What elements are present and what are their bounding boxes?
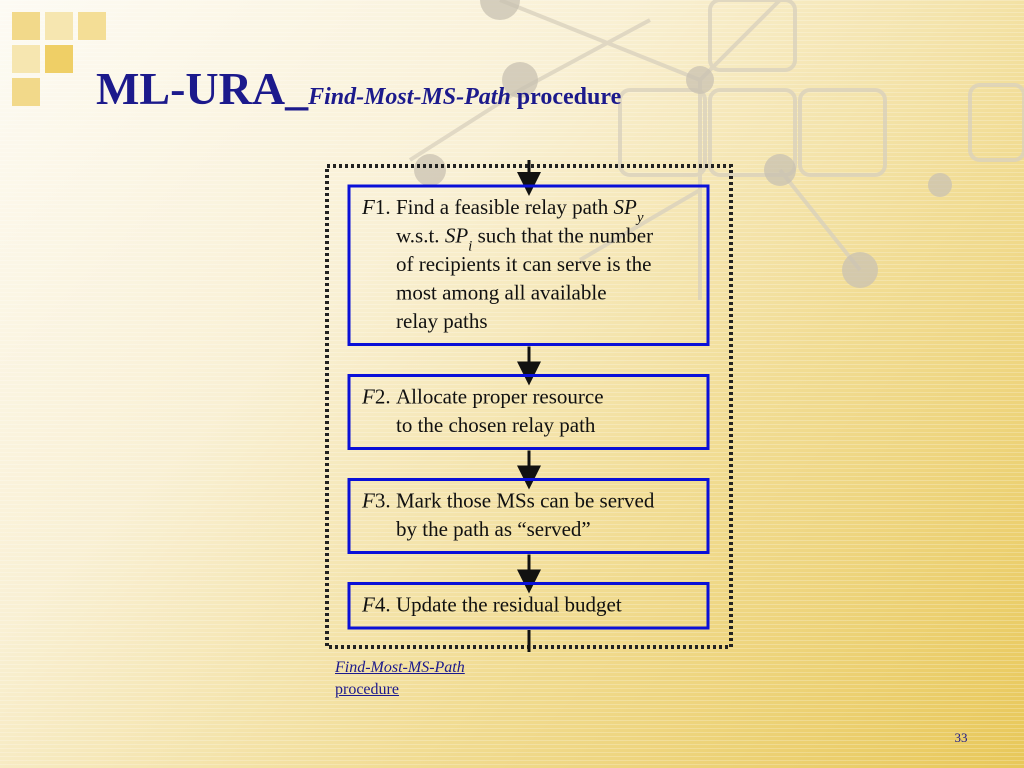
decorative-squares [0,0,120,120]
step-text-line: most among all available [396,281,607,305]
slide-title: ML-URA_Find-Most-MS-Path procedure [96,66,621,112]
step-text-line: relay paths [396,309,488,333]
step-text-line: Mark those MSs can be served [396,489,655,513]
deco-square [45,45,73,73]
flowchart-diagram: F1.Find a feasible relay path SPyw.s.t. … [325,160,733,652]
step-text-line: w.s.t. SPi such that the number [396,224,653,255]
step-label-1: F1. [361,195,391,219]
background-network-decoration [408,0,1024,300]
title-main: ML-URA [96,63,286,114]
step-text-line: of recipients it can serve is the [396,252,651,276]
step-label-4: F4. [361,593,391,617]
step-text-line: to the chosen relay path [396,413,596,437]
page-number: 33 [954,730,968,745]
diagram-caption: Find-Most-MS-Path procedure [335,657,465,701]
deco-square [78,12,106,40]
deco-square [12,12,40,40]
step-label-2: F2. [361,385,391,409]
step-box-1 [347,184,710,346]
caption-line-1: Find-Most-MS-Path [335,659,465,676]
title-tail: procedure [510,84,622,110]
title-separator: _ [285,63,309,114]
step-text-line: by the path as “served” [396,517,591,541]
step-text-line: Allocate proper resource [396,385,604,409]
step-text-line: Find a feasible relay path SPy [396,195,644,226]
deco-square [12,45,40,73]
title-italic: Find-Most-MS-Path [308,84,511,110]
deco-square [12,78,40,106]
step-box-3 [347,478,710,554]
step-label-3: F3. [361,489,391,513]
deco-square [45,12,73,40]
caption-line-2: procedure [335,681,399,698]
step-box-4 [347,582,710,630]
step-box-2 [347,374,710,450]
step-text-line: Update the residual budget [396,593,622,617]
